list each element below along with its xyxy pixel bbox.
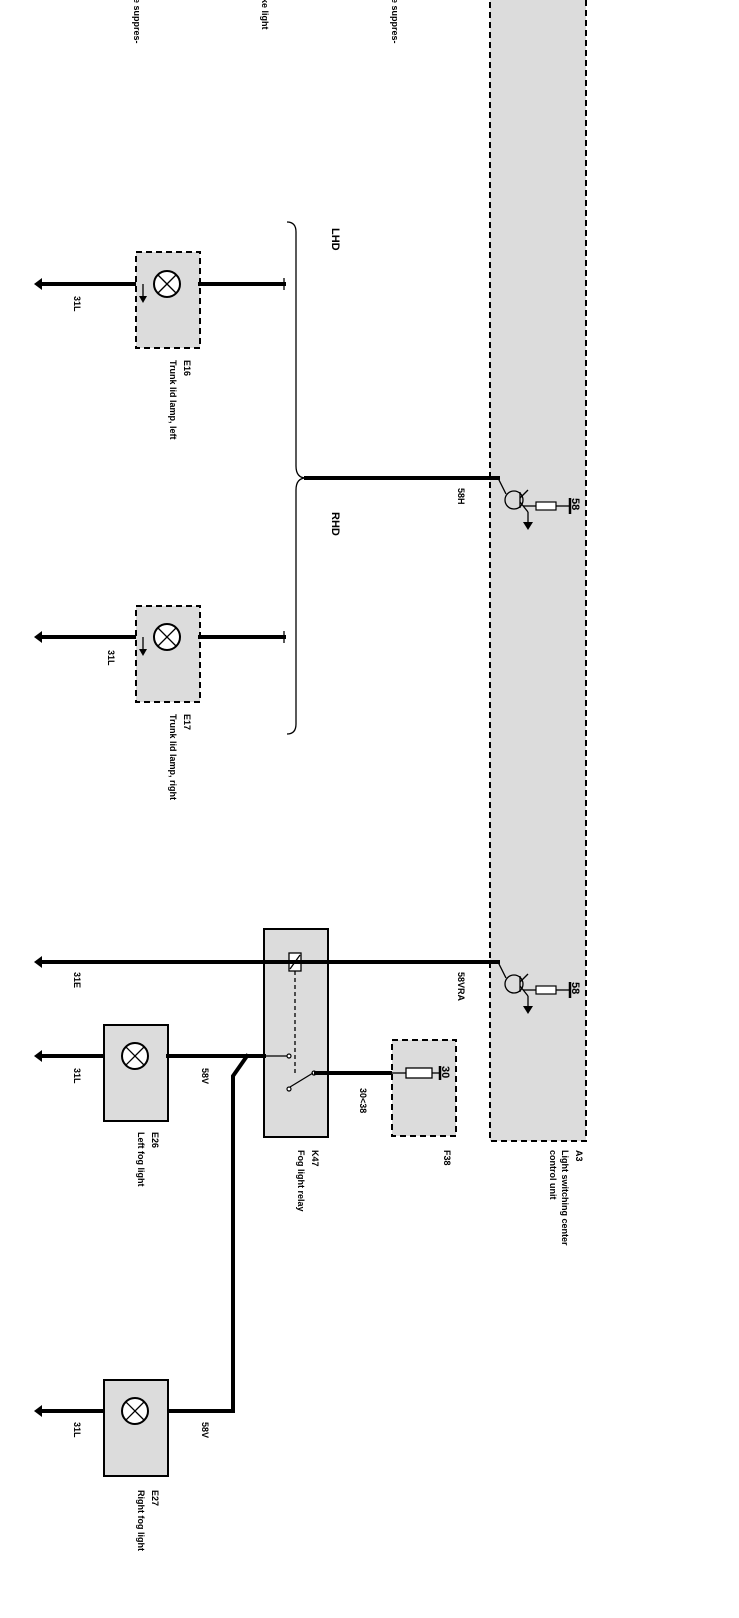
wire-label-58v-e26: 58V (200, 1068, 210, 1084)
wire-label-58vra: 58VRA (456, 972, 466, 1002)
k47-name: Fog light relay (296, 1150, 306, 1212)
e17-code: E17 (182, 714, 192, 730)
a3-control-unit (489, 0, 587, 1142)
f38-code: F38 (442, 1150, 452, 1166)
wire-label-31l-e27: 31L (72, 1422, 82, 1438)
wire-58v-branch (166, 1053, 250, 1413)
e26-code: E26 (150, 1132, 160, 1148)
pin-58-upper: 58 (569, 498, 581, 510)
wire-label-31l-e26: 31L (72, 1068, 82, 1084)
a3-name-line1: Light switching center (560, 1150, 570, 1246)
e27-name: Right fog light (136, 1490, 146, 1551)
top-fragment-left: e suppres- (132, 0, 142, 44)
rhd-label: RHD (329, 512, 341, 536)
wire-label-31l-e17: 31L (106, 650, 116, 666)
top-fragment-middle: ke light (260, 0, 270, 30)
wire-label-58v-e27: 58V (200, 1422, 210, 1438)
wire-label-31l-e16: 31L (72, 296, 82, 312)
pin-30: 30 (439, 1066, 451, 1078)
e16-code: E16 (182, 360, 192, 376)
a3-code: A3 (574, 1150, 584, 1162)
e16-trunk-lid-lamp-left (34, 251, 286, 349)
e17-name: Trunk lid lamp, right (168, 714, 178, 800)
a3-name-line2: control unit (548, 1150, 558, 1200)
a3-output-stage-58h (488, 476, 572, 530)
e26-left-fog-light (34, 1024, 266, 1122)
e27-right-fog-light (34, 1379, 169, 1477)
pin-58-lower: 58 (569, 982, 581, 994)
wire-label-30-38: 30<38 (358, 1088, 368, 1113)
k47-code: K47 (310, 1150, 320, 1167)
f38-fuse (391, 1039, 457, 1137)
wire-label-31e: 31E (72, 972, 82, 988)
e27-code: E27 (150, 1490, 160, 1506)
e16-name: Trunk lid lamp, left (168, 360, 178, 440)
e17-trunk-lid-lamp-right (34, 605, 286, 703)
wire-label-58h: 58H (456, 488, 466, 505)
top-fragment-right: e suppres- (390, 0, 400, 44)
e26-name: Left fog light (136, 1132, 146, 1186)
lhd-label: LHD (329, 228, 341, 251)
lhd-rhd-brace (286, 221, 307, 735)
